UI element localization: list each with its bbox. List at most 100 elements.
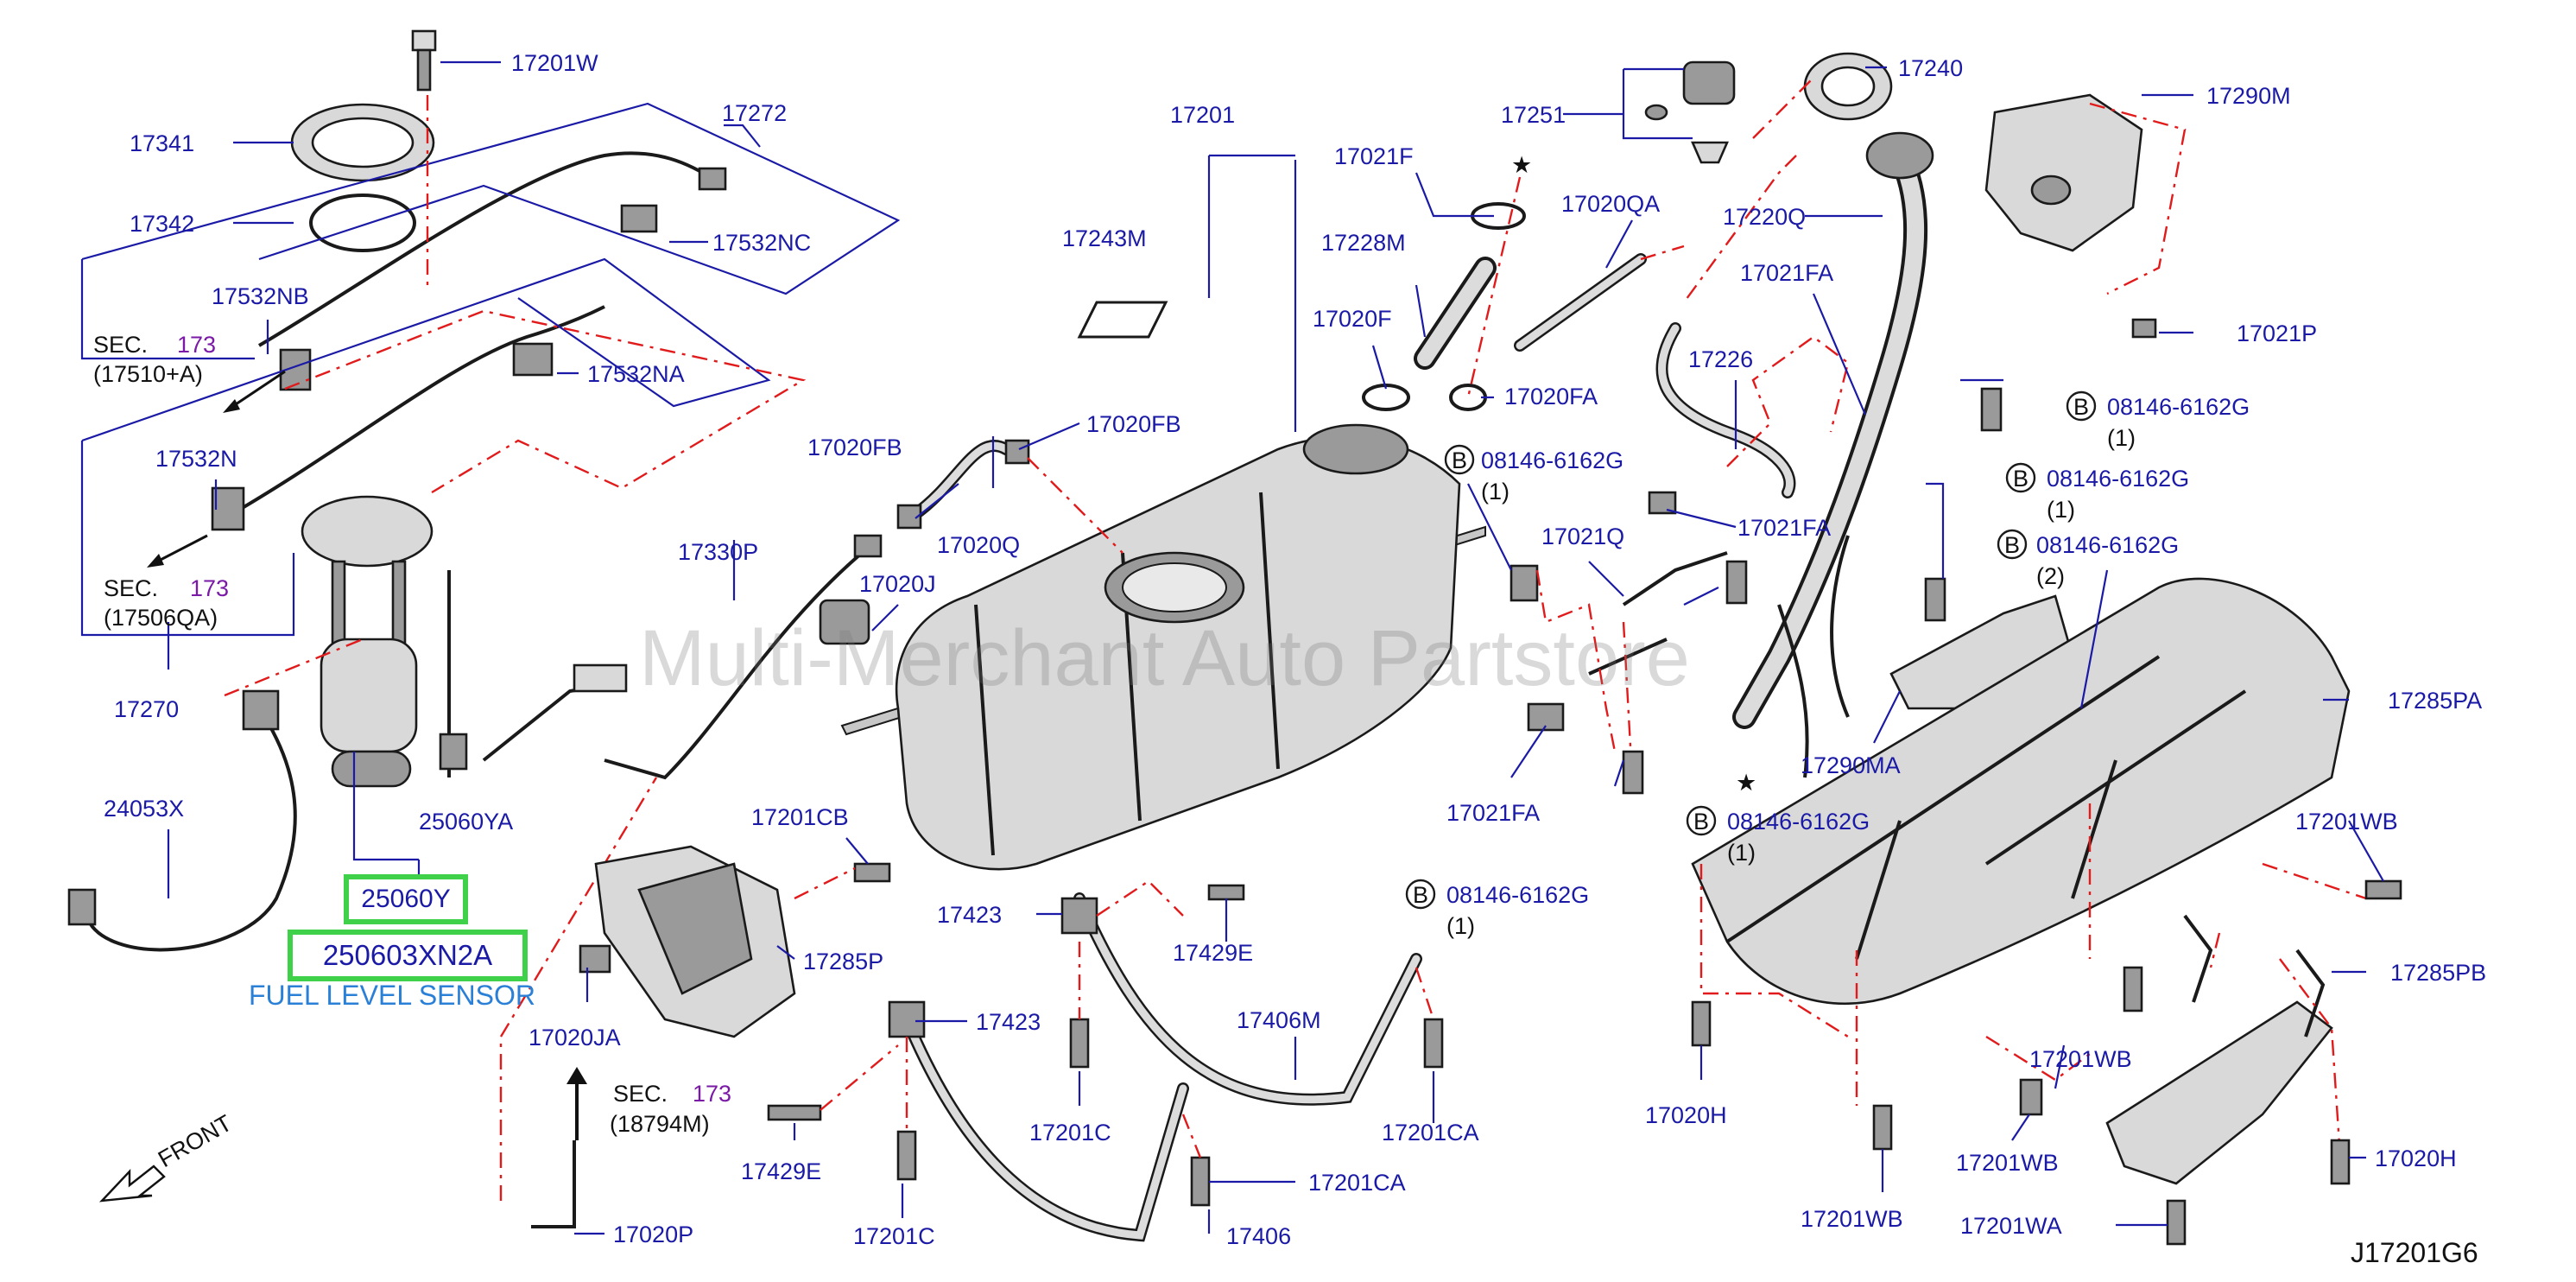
fuel-level-sensor-caption: FUEL LEVEL SENSOR [249, 980, 535, 1011]
b1-qty: (1) [1481, 479, 1510, 505]
label-17021fa-a[interactable]: 17021FA [1740, 260, 1833, 286]
label-17201w[interactable]: 17201W [511, 50, 598, 76]
filler-cap-17251-icon [1644, 60, 1736, 164]
label-17201[interactable]: 17201 [1170, 102, 1235, 128]
label-17532nb[interactable]: 17532NB [212, 283, 309, 309]
b-marker-icon [2066, 390, 2097, 422]
label-17532n[interactable]: 17532N [155, 446, 237, 472]
label-17272[interactable]: 17272 [722, 100, 787, 126]
label-17021q[interactable]: 17021Q [1541, 524, 1624, 549]
b3-marker: B [2013, 466, 2029, 492]
bolt-b6-icon [1622, 750, 1644, 795]
label-17228m[interactable]: 17228M [1321, 230, 1406, 256]
fuel-level-sensor-float-icon [573, 663, 628, 693]
label-17201wb-c[interactable]: 17201WB [1956, 1150, 2059, 1176]
label-17532na[interactable]: 17532NA [587, 361, 685, 387]
label-17020fb-b[interactable]: 17020FB [807, 435, 902, 460]
label-17020fa[interactable]: 17020FA [1504, 384, 1598, 409]
label-17423-b[interactable]: 17423 [976, 1009, 1041, 1035]
highlight-part-25060y[interactable]: 25060Y [344, 874, 468, 924]
s1-arrow-icon [223, 399, 240, 413]
label-17201c-a[interactable]: 17201C [1029, 1120, 1111, 1146]
bolt-ref-b2[interactable]: B 08146-6162G (1) [2066, 390, 2250, 451]
label-17240[interactable]: 17240 [1898, 55, 1963, 81]
label-17201ca-b[interactable]: 17201CA [1308, 1170, 1406, 1196]
label-17021fa-c[interactable]: 17021FA [1446, 800, 1540, 826]
label-17020j[interactable]: 17020J [859, 571, 936, 597]
bracket-frame-upper [80, 102, 901, 360]
label-17532nc[interactable]: 17532NC [712, 230, 811, 256]
bolt-17201cb-icon [853, 862, 891, 883]
section-ref-s2[interactable]: SEC. 173 (17506QA) [104, 534, 229, 631]
label-17342[interactable]: 17342 [130, 211, 194, 237]
label-17429e-b[interactable]: 17429E [741, 1158, 821, 1184]
label-17341[interactable]: 17341 [130, 130, 194, 156]
label-17290ma[interactable]: 17290MA [1801, 752, 1901, 778]
b6-marker: B [1413, 882, 1428, 908]
part-labels: 17201W 17341 17342 17272 17532NC 17532NB… [104, 50, 2486, 1249]
label-17406m[interactable]: 17406M [1237, 1007, 1321, 1033]
label-17021f[interactable]: 17021F [1334, 143, 1414, 169]
label-17243m[interactable]: 17243M [1062, 225, 1147, 251]
label-17201cb[interactable]: 17201CB [751, 804, 849, 830]
front-indicator: FRONT [98, 1110, 237, 1203]
b1-number: 08146-6162G [1481, 447, 1623, 473]
label-17201c-b[interactable]: 17201C [853, 1223, 935, 1249]
label-17220q[interactable]: 17220Q [1723, 204, 1806, 230]
fuel-level-sensor-arm-icon [482, 681, 623, 762]
s1-ref: (17510+A) [93, 361, 203, 387]
vent-line-17330p-icon [604, 543, 874, 780]
label-17020q[interactable]: 17020Q [937, 532, 1020, 558]
section-ref-s1[interactable]: SEC. 173 (17510+A) [93, 332, 286, 413]
label-17020f[interactable]: 17020F [1313, 306, 1392, 332]
label-17021fa-b[interactable]: 17021FA [1737, 515, 1831, 541]
b6-number: 08146-6162G [1446, 882, 1589, 908]
bolt-ref-b6[interactable]: B 08146-6162G (1) [1405, 879, 1589, 939]
heat-shield-17285pb-icon [2105, 914, 2333, 1185]
label-17285p[interactable]: 17285P [803, 949, 883, 974]
label-17201wb-d[interactable]: 17201WB [1801, 1206, 1903, 1232]
label-17021p[interactable]: 17021P [2237, 320, 2317, 346]
s1-prefix: SEC. [93, 332, 148, 358]
strap-bracket-17423a-icon [1060, 897, 1098, 935]
label-17201wb-b[interactable]: 17201WB [2029, 1046, 2132, 1072]
label-17270[interactable]: 17270 [114, 696, 179, 722]
label-17020qa[interactable]: 17020QA [1561, 191, 1660, 217]
label-17201ca-a[interactable]: 17201CA [1382, 1120, 1479, 1146]
label-17330p[interactable]: 17330P [678, 539, 758, 565]
section-ref-s3[interactable]: SEC. 173 (18794M) [610, 1081, 731, 1137]
bolt-ref-b1[interactable]: B 08146-6162G (1) [1444, 444, 1623, 505]
bolt-17201wb-d-icon [1872, 1104, 1893, 1151]
label-17020fb-a[interactable]: 17020FB [1086, 411, 1181, 437]
s3-number: 173 [693, 1081, 731, 1107]
label-17226[interactable]: 17226 [1688, 346, 1753, 372]
label-17251[interactable]: 17251 [1501, 102, 1566, 128]
breather-17021q-icon [1622, 551, 1728, 606]
label-17290m[interactable]: 17290M [2206, 83, 2291, 109]
bolt-ref-b3[interactable]: B 08146-6162G (1) [2005, 462, 2189, 523]
label-17020p[interactable]: 17020P [613, 1222, 693, 1247]
label-17020ja[interactable]: 17020JA [528, 1025, 621, 1050]
label-17201wb-a[interactable]: 17201WB [2295, 809, 2398, 835]
label-17429e-a[interactable]: 17429E [1173, 940, 1253, 966]
strap-bracket-17423b-icon [888, 1000, 926, 1038]
label-17406[interactable]: 17406 [1226, 1223, 1291, 1249]
bolt-ref-b5[interactable]: B 08146-6162G (1) [1686, 805, 1870, 866]
clamp-17020f-icon [1362, 384, 1410, 411]
label-17285pb[interactable]: 17285PB [2390, 960, 2486, 986]
label-leaders [167, 60, 2384, 1235]
label-17423-a[interactable]: 17423 [937, 902, 1002, 928]
label-17020h-b[interactable]: 17020H [2375, 1146, 2457, 1171]
label-17020h-a[interactable]: 17020H [1645, 1102, 1727, 1128]
label-17285pa[interactable]: 17285PA [2388, 688, 2482, 714]
front-label: FRONT [154, 1110, 237, 1172]
harness-17532nb-icon [257, 151, 718, 347]
label-25060ya[interactable]: 25060YA [419, 809, 513, 835]
highlight-part-250603xn2a[interactable]: 250603XN2A [288, 930, 528, 981]
bolt-ref-b4[interactable]: B 08146-6162G (2) [1997, 529, 2179, 589]
s2-prefix: SEC. [104, 575, 158, 601]
s1-number: 173 [177, 332, 216, 358]
label-17201wa[interactable]: 17201WA [1960, 1213, 2062, 1239]
label-24053x[interactable]: 24053X [104, 796, 184, 822]
